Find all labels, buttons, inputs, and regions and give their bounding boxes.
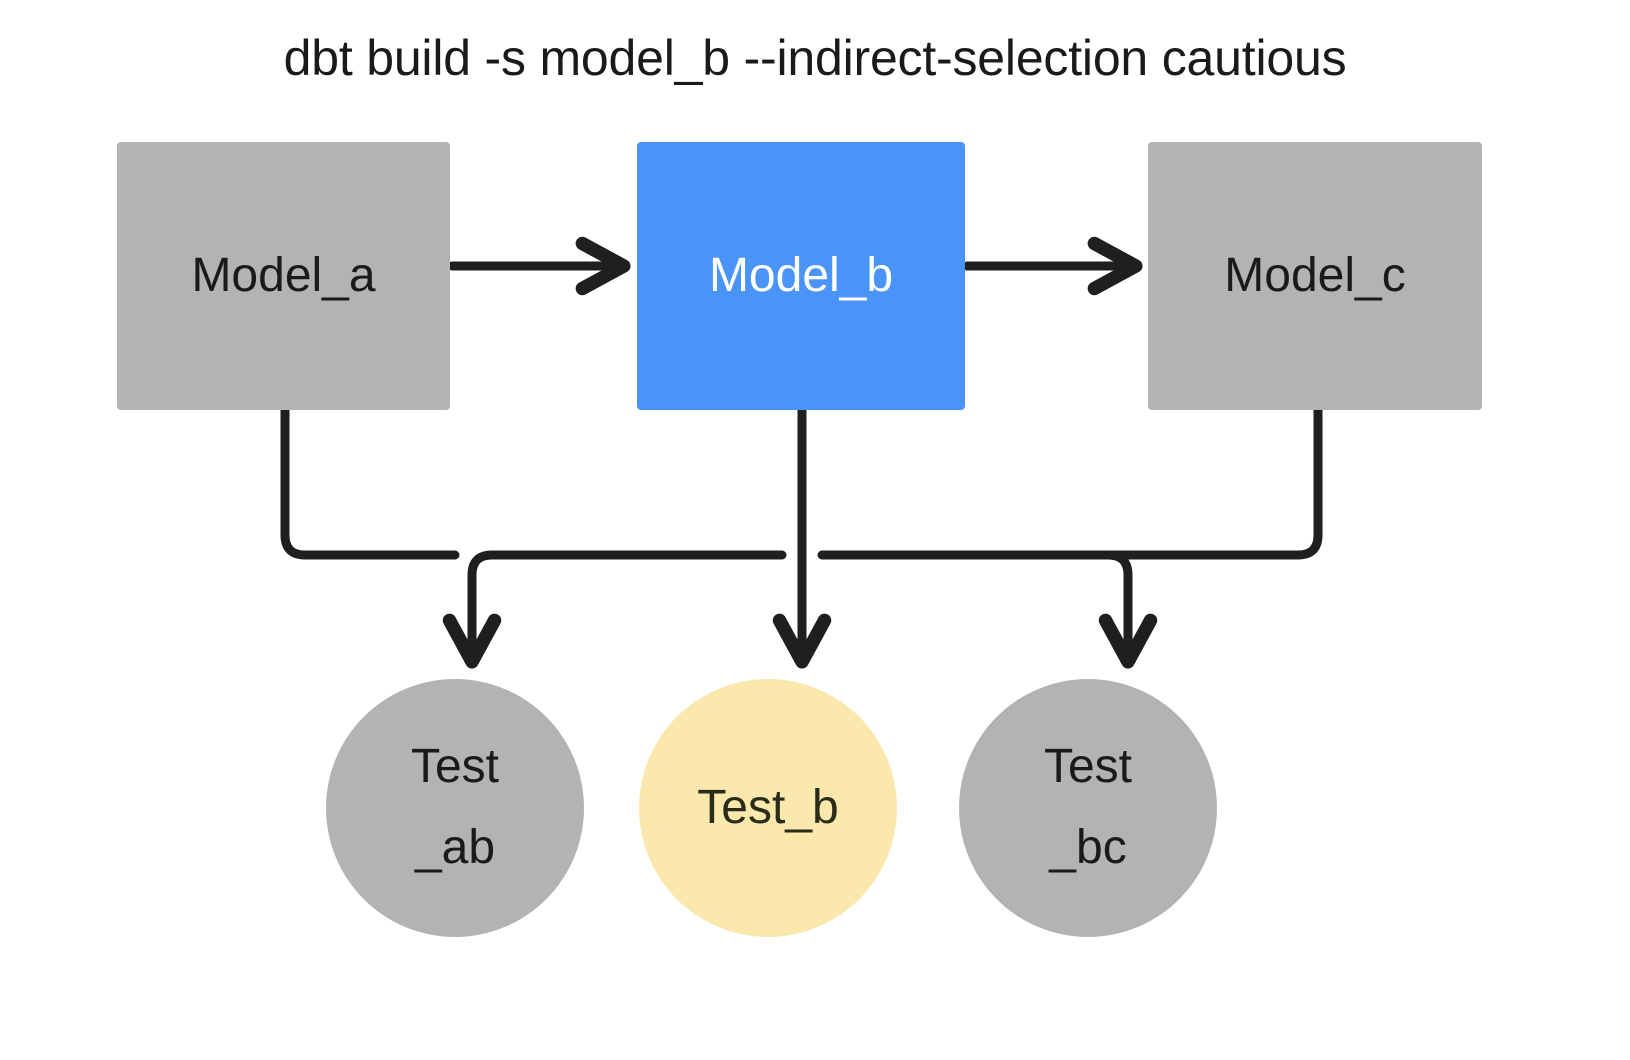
page-title: dbt build -s model_b --indirect-selectio…: [283, 30, 1347, 86]
node-test-ab-label-line1: Test: [410, 740, 500, 794]
node-model-b[interactable]: Model_b: [637, 142, 965, 410]
edge-model-a-to-bus: [280, 405, 460, 560]
node-test-b[interactable]: Test_b: [639, 679, 897, 937]
node-model-c[interactable]: Model_c: [1148, 142, 1482, 410]
node-test-b-label-line1: Test_b: [697, 780, 839, 834]
node-model-c-label: Model_c: [1224, 248, 1406, 302]
node-test-bc[interactable]: Test _bc: [959, 679, 1217, 937]
node-test-bc-label-line1: Test: [1043, 740, 1133, 794]
node-model-a[interactable]: Model_a: [117, 142, 450, 410]
edge-model-c-to-bus: [1100, 405, 1323, 560]
edge-model-b-to-test-bc: [817, 550, 1158, 669]
node-test-ab[interactable]: Test _ab: [326, 679, 584, 937]
node-test-ab-label-line2: _ab: [414, 821, 496, 874]
node-model-a-label: Model_a: [191, 248, 376, 302]
node-model-b-label: Model_b: [708, 248, 894, 302]
node-test-bc-label-line2: _bc: [1049, 821, 1127, 874]
edge-model-b-to-test-ab: [442, 550, 787, 669]
